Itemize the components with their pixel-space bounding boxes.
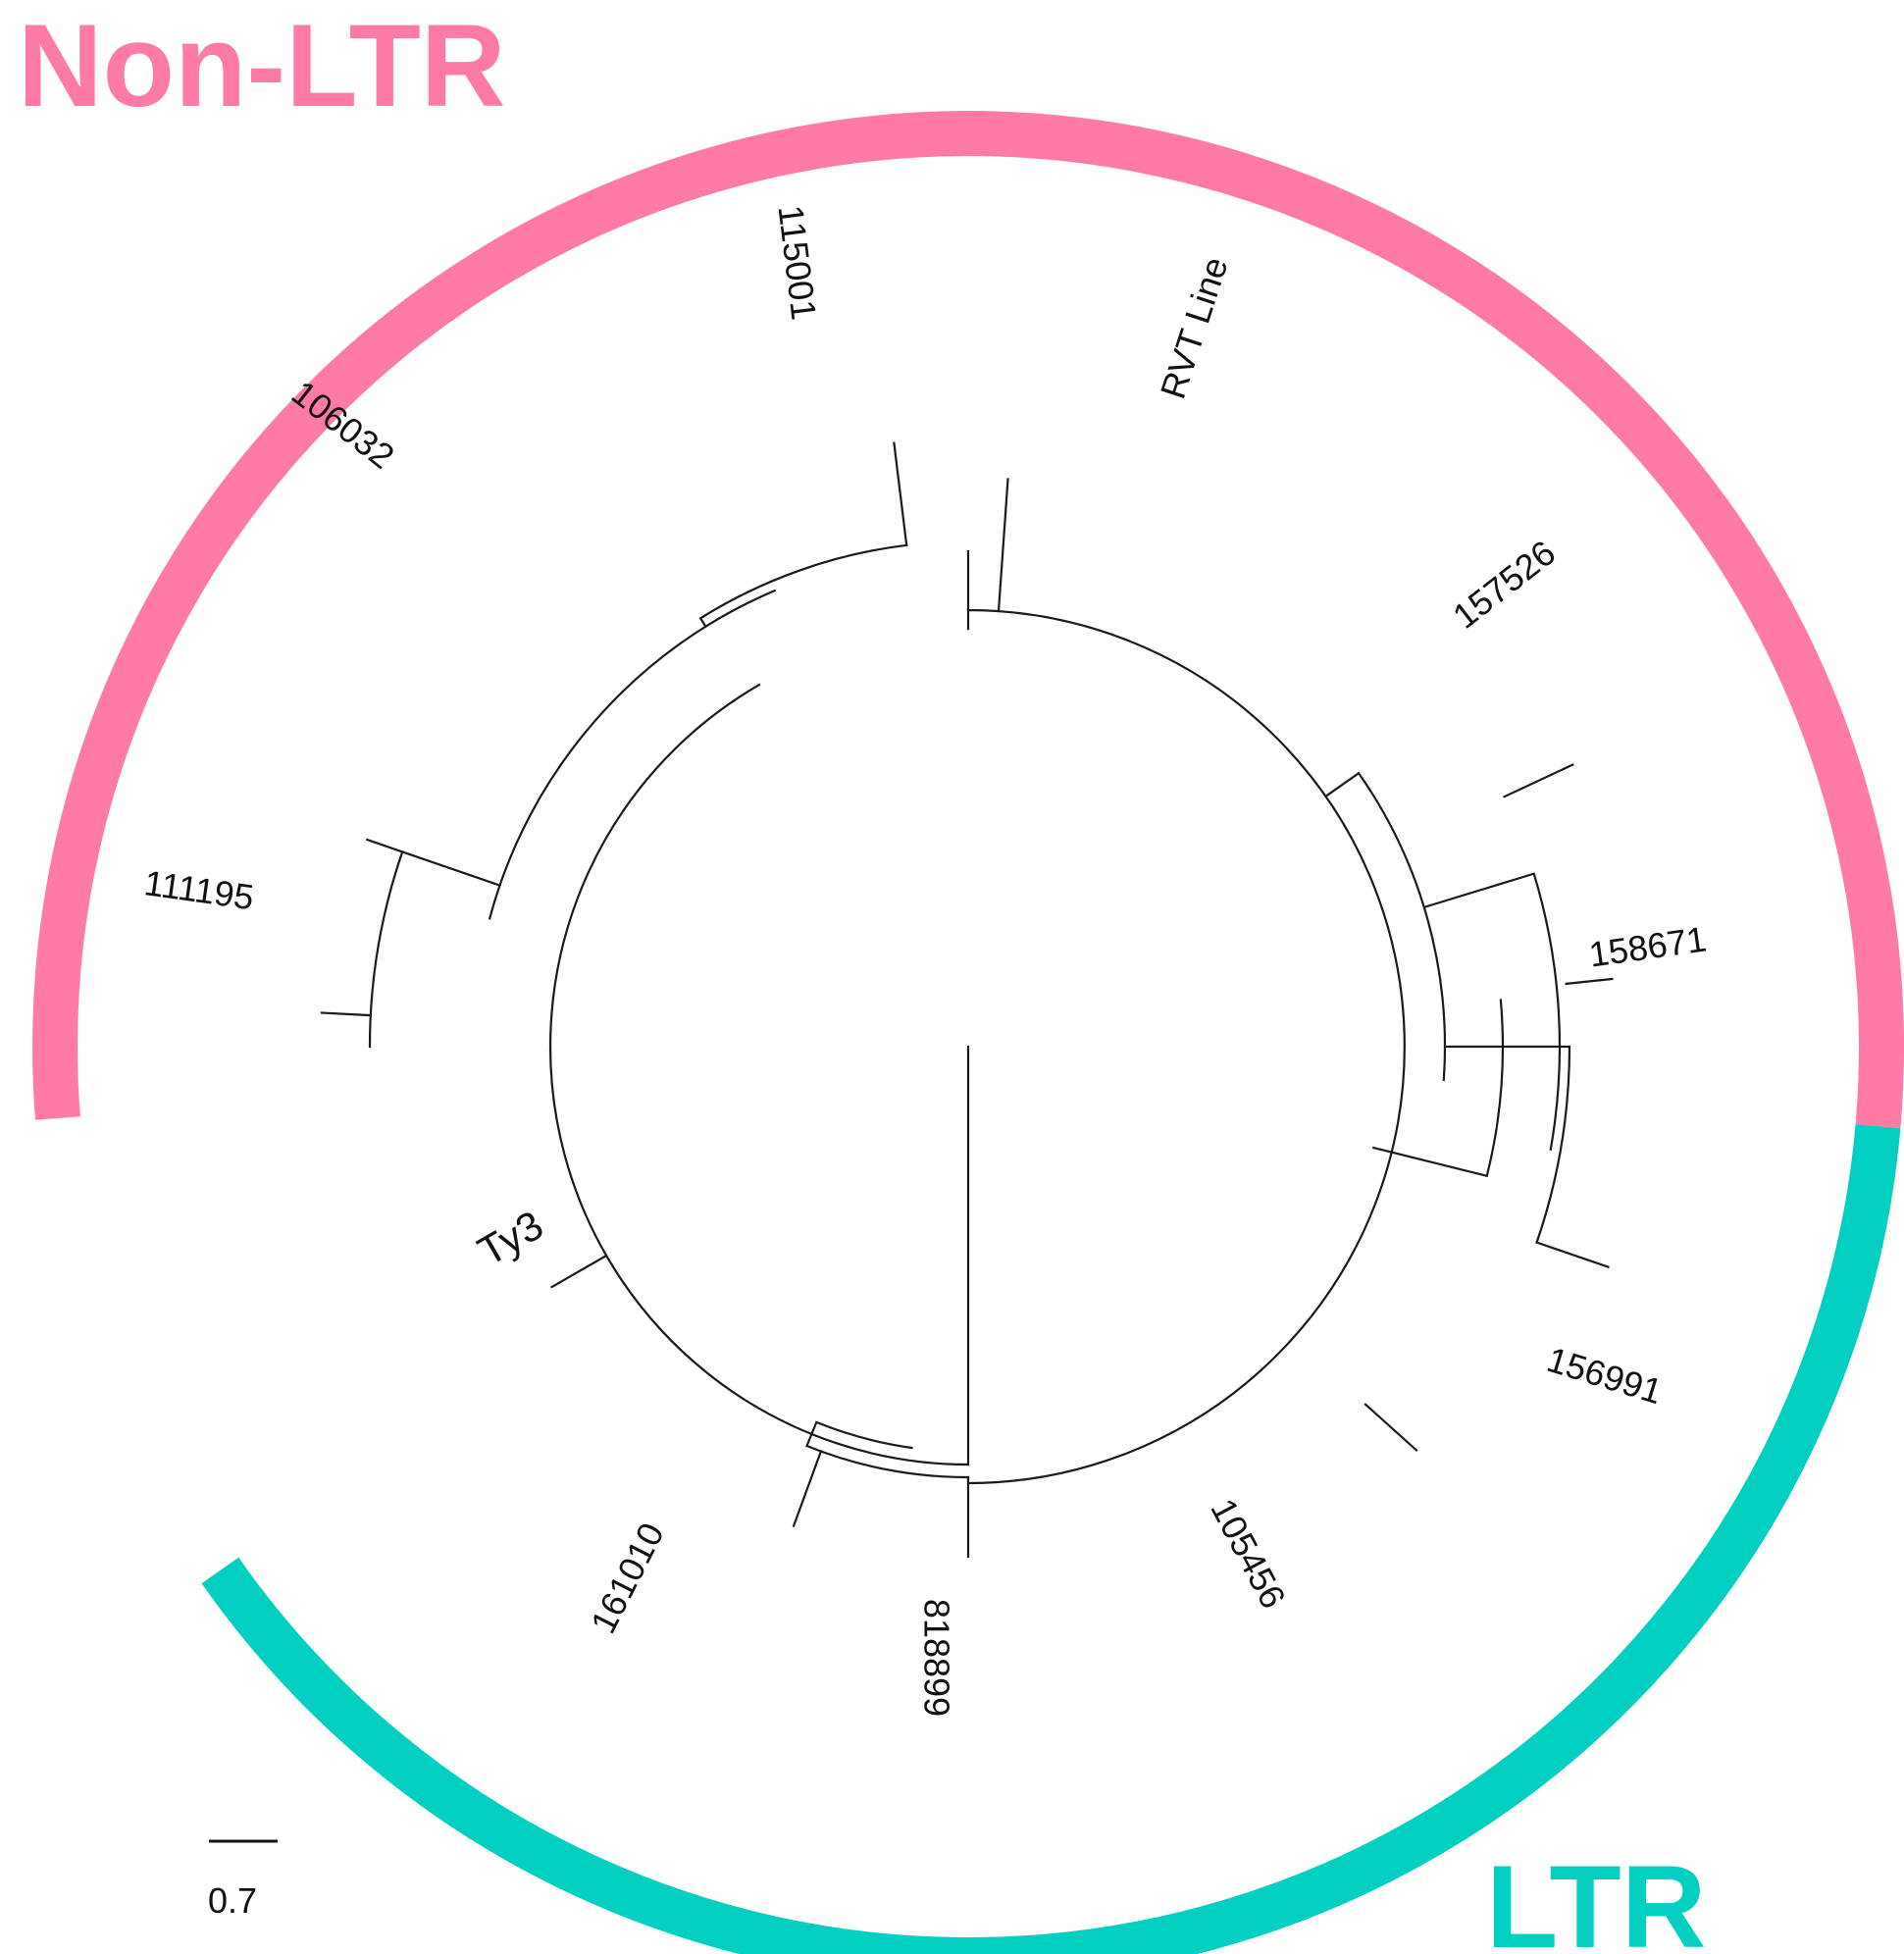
clade-upper-left-arc bbox=[698, 543, 908, 629]
clade-right-lower-arc bbox=[1443, 1045, 1571, 1244]
leaf-branch bbox=[365, 838, 404, 853]
leaf-label-156991: 156991 bbox=[1542, 1339, 1667, 1412]
clade-lower-mid-arc bbox=[1371, 999, 1505, 1178]
clade-non-ltr-arc bbox=[966, 608, 1407, 1485]
leaf-branch bbox=[997, 478, 1009, 613]
group-title-ltr: LTR bbox=[1486, 1841, 1706, 1954]
leaf-label-157526: 157526 bbox=[1445, 533, 1563, 637]
root-arc bbox=[548, 683, 970, 1466]
leaf-label-158671: 158671 bbox=[1586, 918, 1709, 974]
tree-branches bbox=[320, 441, 1614, 1559]
clade-bottom-arc bbox=[809, 1420, 913, 1450]
clade-right-arc bbox=[1323, 771, 1447, 1082]
leaf-branch bbox=[1364, 1403, 1418, 1453]
leaf-branch bbox=[1503, 763, 1574, 798]
leaf-branch bbox=[792, 1450, 823, 1528]
scale-bar: 0.7 bbox=[208, 1839, 278, 1921]
leaf-label-rvt-line: RVT Line bbox=[1153, 252, 1236, 403]
leaf-label-111195: 111195 bbox=[142, 862, 257, 917]
clade-far-left-arc bbox=[368, 850, 501, 1049]
leaf-label-818899: 818899 bbox=[916, 1599, 956, 1717]
group-band-non-ltr bbox=[32, 111, 1904, 1129]
leaf-branch bbox=[1565, 977, 1614, 986]
leaf-branch bbox=[893, 441, 908, 547]
leaf-label-ty3: Ty3 bbox=[470, 1202, 550, 1275]
clade-left-arc bbox=[488, 549, 970, 920]
scale-bar-label: 0.7 bbox=[208, 1880, 257, 1921]
leaf-label-115001: 115001 bbox=[770, 203, 824, 323]
clade-ltr-arc bbox=[805, 1432, 970, 1479]
group-title-non-ltr: Non-LTR bbox=[18, 0, 506, 131]
leaf-branch bbox=[550, 1254, 608, 1289]
leaf-branch bbox=[1535, 1241, 1610, 1268]
leaf-branch bbox=[320, 1011, 372, 1017]
clade-right-mid-arc bbox=[1422, 872, 1562, 1151]
leaf-label-105456: 105456 bbox=[1203, 1492, 1294, 1615]
group-band-ltr bbox=[201, 1124, 1901, 1954]
leaf-label-161010: 161010 bbox=[583, 1517, 672, 1640]
